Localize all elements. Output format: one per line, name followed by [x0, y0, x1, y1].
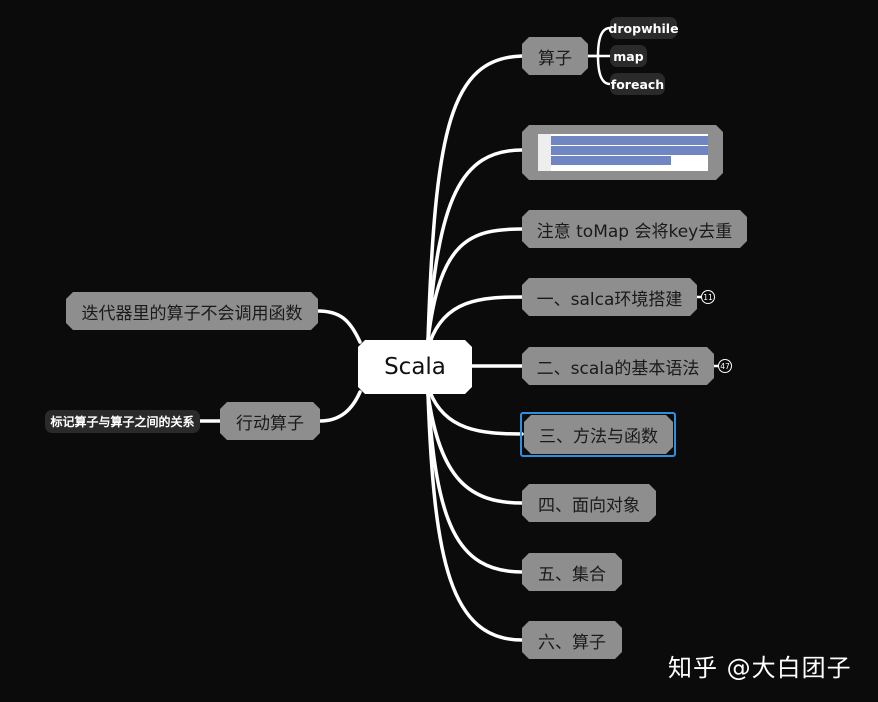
connector-to-methods — [430, 392, 522, 434]
child-dropwhile-label: dropwhile — [608, 21, 678, 36]
child-dropwhile[interactable]: dropwhile — [610, 17, 677, 39]
branch-operators-label: 算子 — [538, 44, 572, 69]
branch-methods-functions-label: 三、方法与函数 — [539, 422, 658, 447]
connector-to-env-setup — [430, 297, 522, 342]
basic-syntax-count: 47 — [720, 362, 730, 371]
connector-foreach — [598, 56, 610, 84]
connector-to-tomap-note — [428, 229, 522, 340]
branch-env-setup[interactable]: 一、salca环境搭建 — [522, 278, 697, 316]
basic-syntax-count-badge[interactable]: 47 — [718, 359, 732, 373]
branch-collections[interactable]: 五、集合 — [522, 553, 622, 591]
connector-to-action-operators — [320, 392, 360, 421]
child-map-label: map — [613, 49, 643, 64]
code-screenshot-thumbnail — [538, 134, 708, 171]
callout-operator-relation[interactable]: 标记算子与算子之间的关系 — [45, 410, 200, 433]
branch-operators[interactable]: 算子 — [522, 37, 588, 75]
env-setup-count: 11 — [703, 293, 713, 302]
connector-dropwhile — [588, 28, 610, 56]
branch-oop[interactable]: 四、面向对象 — [522, 484, 656, 522]
branch-action-operators-label: 行动算子 — [236, 409, 304, 434]
root-node[interactable]: Scala — [358, 340, 472, 394]
branch-operators-six-label: 六、算子 — [538, 628, 606, 653]
branch-oop-label: 四、面向对象 — [538, 491, 640, 516]
child-map[interactable]: map — [610, 45, 647, 67]
branch-image-node[interactable] — [522, 125, 723, 180]
branch-action-operators[interactable]: 行动算子 — [220, 402, 320, 440]
env-setup-count-badge[interactable]: 11 — [701, 290, 715, 304]
connector-to-iterator-note — [318, 311, 360, 342]
branch-operators-six[interactable]: 六、算子 — [522, 621, 622, 659]
branch-iterator-note[interactable]: 迭代器里的算子不会调用函数 — [66, 292, 318, 330]
child-foreach-label: foreach — [611, 77, 664, 92]
branch-iterator-note-label: 迭代器里的算子不会调用函数 — [82, 299, 303, 324]
child-foreach[interactable]: foreach — [610, 73, 665, 95]
branch-collections-label: 五、集合 — [538, 560, 606, 585]
connector-to-image-node — [428, 150, 522, 340]
root-label: Scala — [384, 354, 446, 380]
branch-env-setup-label: 一、salca环境搭建 — [537, 285, 683, 310]
branch-basic-syntax-label: 二、scala的基本语法 — [537, 354, 700, 379]
branch-tomap-note-label: 注意 toMap 会将key去重 — [537, 217, 733, 242]
branch-methods-functions[interactable]: 三、方法与函数 — [524, 415, 673, 454]
branch-tomap-note[interactable]: 注意 toMap 会将key去重 — [522, 210, 747, 248]
branch-basic-syntax[interactable]: 二、scala的基本语法 — [522, 347, 714, 385]
watermark: 知乎 @大白团子 — [668, 648, 852, 683]
callout-operator-relation-label: 标记算子与算子之间的关系 — [50, 413, 194, 430]
